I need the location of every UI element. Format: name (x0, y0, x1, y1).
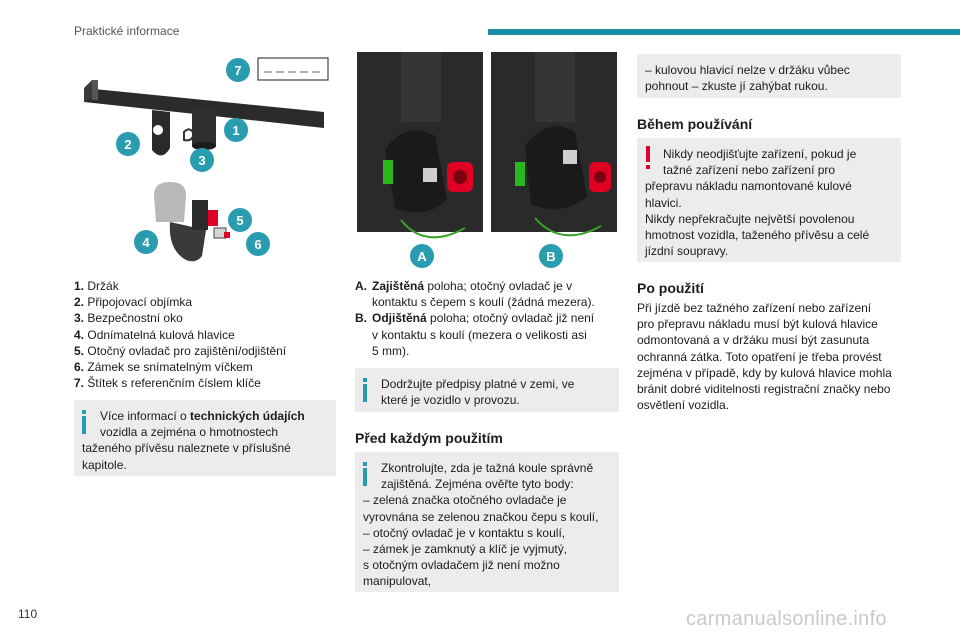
header-accent-bar (488, 29, 960, 35)
towbar-illustration: 7 1 2 3 5 4 6 (74, 50, 336, 268)
page-number: 110 (18, 607, 38, 621)
towbar-drawing (84, 57, 329, 262)
warning-note-during-use: Nikdy neodjišťujte zařízení, pokud je ta… (637, 138, 901, 262)
list-item: 1. Držák (74, 279, 119, 293)
heading-during-use: Během používání (637, 116, 753, 132)
list-item: 4. Odnímatelná kulová hlavice (74, 327, 235, 342)
position-descriptions: A. Zajištěná poloha; otočný ovladač je v… (355, 278, 619, 359)
list-item: 5. Otočný ovladač pro zajištění/odjištěn… (74, 343, 287, 358)
info-icon (363, 462, 367, 486)
watermark: carmanualsonline.info (686, 608, 887, 630)
note-ball-movement: – kulovou hlavicí nelze v držáku vůbec p… (637, 54, 901, 98)
warning-icon (645, 146, 651, 170)
info-note-technical-data: Více informací o technických údajích voz… (74, 400, 336, 476)
after-use-paragraph: Při jízdě bez tažného zařízení nebo zaří… (637, 301, 892, 413)
info-icon (82, 410, 86, 434)
badge-2: 2 (116, 132, 140, 156)
info-icon (363, 378, 367, 402)
list-item: A. Zajištěná poloha; otočný ovladač je v… (355, 279, 595, 310)
heading-after-use: Po použití (637, 280, 704, 296)
info-note-checks: Zkontrolujte, zda je tažná koule správně… (355, 452, 619, 592)
badge-7: 7 (226, 58, 250, 82)
list-item: 2. Připojovací objímka (74, 295, 193, 310)
section-title: Praktické informace (74, 24, 180, 38)
list-item: B. Odjištěná poloha; otočný ovladač již … (355, 311, 595, 358)
badge-5: 5 (228, 208, 252, 232)
knob-positions-illustration: A B (355, 50, 619, 270)
badge-1: 1 (224, 118, 248, 142)
parts-key-list: 1. Držák 2. Připojovací objímka 3. Bezpe… (74, 278, 336, 391)
badge-6: 6 (246, 232, 270, 256)
knob-drawing (357, 52, 617, 239)
heading-before-use: Před každým použitím (355, 430, 503, 446)
info-note-regulations: Dodržujte předpisy platné v zemi, ve kte… (355, 368, 619, 412)
list-item: 7. Štítek s referenčním číslem klíče (74, 376, 261, 391)
list-item: 3. Bezpečnostní oko (74, 311, 183, 326)
list-item: 6. Zámek se snímatelným víčkem (74, 360, 253, 375)
badge-3: 3 (190, 148, 214, 172)
position-b-label: B (539, 244, 563, 268)
badge-4: 4 (134, 230, 158, 254)
position-a-label: A (410, 244, 434, 268)
